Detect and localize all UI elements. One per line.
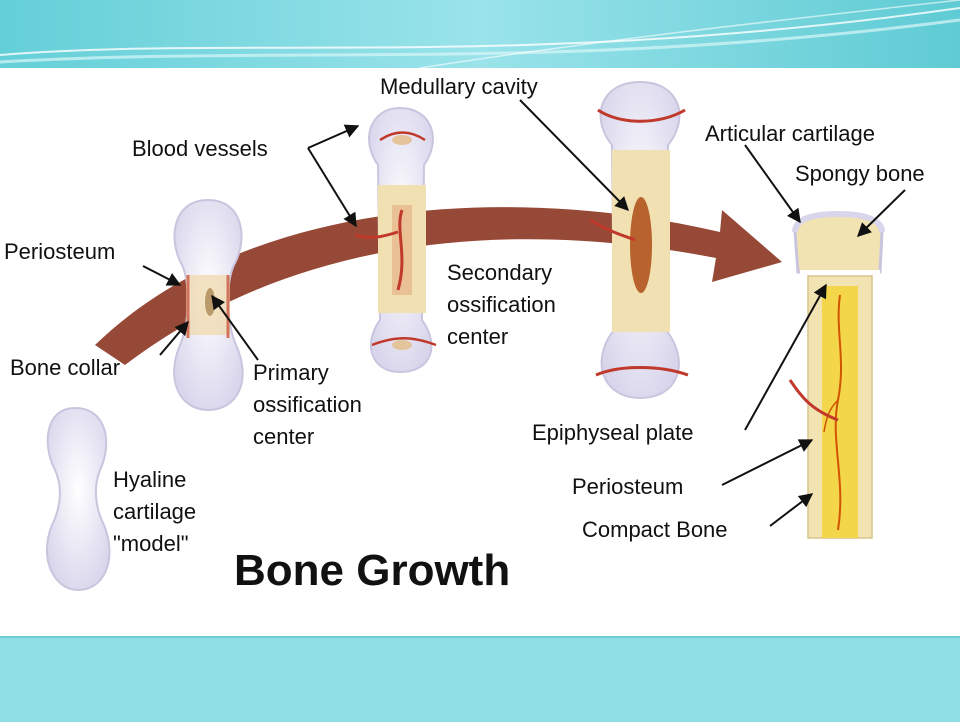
secondary-line-3: center	[447, 324, 508, 349]
primary-line-1: Primary	[253, 360, 329, 385]
label-secondary-ossification: Secondary ossification center	[447, 260, 562, 349]
label-medullary-cavity: Medullary cavity	[380, 74, 538, 99]
bone-stage-medullary	[589, 80, 689, 400]
label-epiphyseal-plate: Epiphyseal plate	[532, 420, 693, 445]
label-periosteum-right: Periosteum	[572, 474, 683, 499]
label-articular-cartilage: Articular cartilage	[705, 121, 875, 146]
label-periosteum-left: Periosteum	[4, 239, 115, 264]
hyaline-line-3: "model"	[113, 531, 189, 556]
label-blood-vessels: Blood vessels	[132, 136, 268, 161]
hyaline-line-1: Hyaline	[113, 467, 186, 492]
label-primary-ossification: Primary ossification center	[253, 360, 368, 449]
bottom-banner	[0, 636, 960, 722]
top-banner	[0, 0, 960, 68]
secondary-line-2: ossification	[447, 292, 556, 317]
primary-line-2: ossification	[253, 392, 362, 417]
primary-line-3: center	[253, 424, 314, 449]
bone-stage-mature	[788, 210, 885, 539]
bone-stage-primary	[173, 198, 244, 412]
label-hyaline-cartilage: Hyaline cartilage "model"	[113, 467, 202, 556]
label-bone-collar: Bone collar	[10, 355, 120, 380]
diagram-title: Bone Growth	[234, 546, 510, 595]
label-spongy-bone: Spongy bone	[795, 161, 925, 186]
secondary-line-1: Secondary	[447, 260, 552, 285]
pointer-lines	[142, 99, 906, 527]
cartilage-model	[46, 406, 111, 592]
bone-stage-secondary	[354, 106, 437, 374]
label-compact-bone: Compact Bone	[582, 517, 728, 542]
growth-arrow	[95, 207, 782, 365]
hyaline-line-2: cartilage	[113, 499, 196, 524]
